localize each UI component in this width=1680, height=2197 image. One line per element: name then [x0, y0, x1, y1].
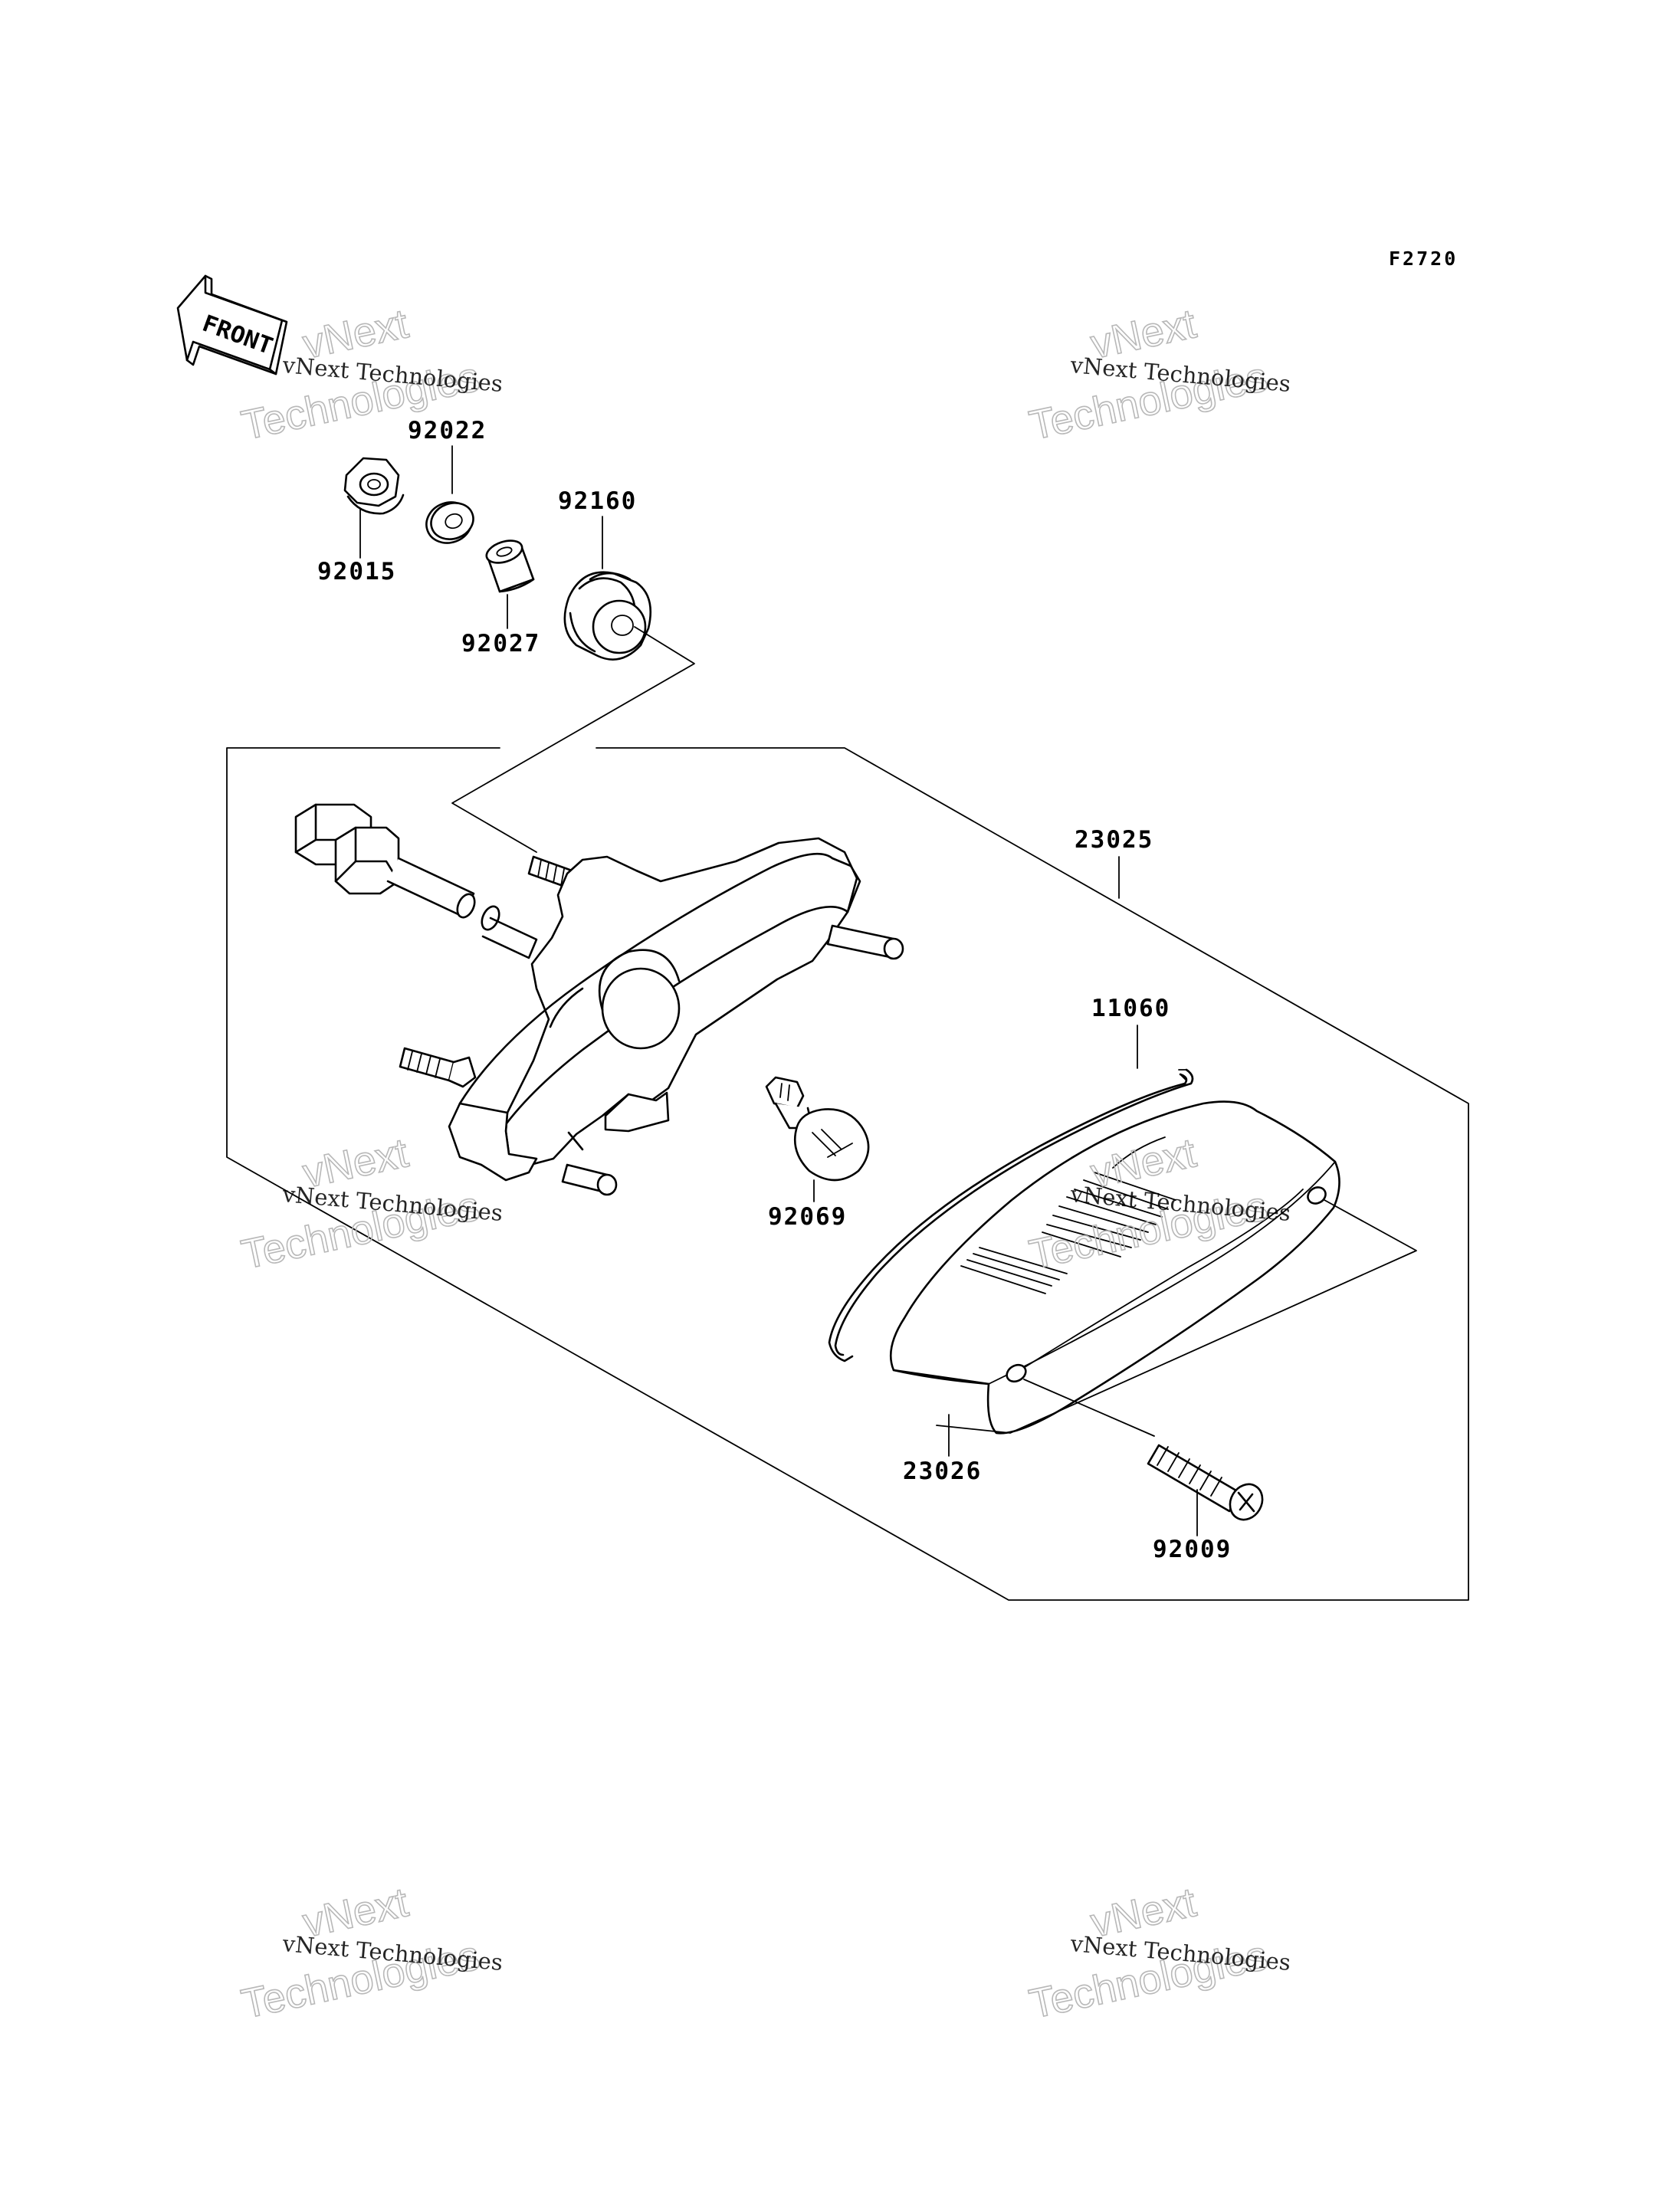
- part-number-92015: 92015: [317, 558, 396, 585]
- part-number-23025: 23025: [1075, 826, 1153, 854]
- front-arrow-icon: FRONT: [176, 274, 288, 375]
- watermark-bottom-right: vNext Technologies vNext Technologies: [1025, 1879, 1291, 2028]
- part-number-23026: 23026: [903, 1458, 982, 1485]
- grommet-92160: [563, 571, 651, 661]
- bulb-92069: [765, 1076, 870, 1182]
- flange-nut-92015: [343, 457, 405, 515]
- tail-light-housing: [294, 803, 904, 1196]
- part-number-92009: 92009: [1153, 1536, 1232, 1563]
- watermark-bottom-left: vNext Technologies vNext Technologies: [237, 1879, 504, 2028]
- gasket-11060: [828, 1068, 1194, 1362]
- part-number-11060: 11060: [1091, 995, 1170, 1022]
- part-number-92027: 92027: [461, 630, 540, 657]
- part-number-92022: 92022: [408, 417, 487, 444]
- watermark-top-right: vNext Technologies vNext Technologies: [1025, 300, 1291, 450]
- part-number-92069: 92069: [768, 1203, 847, 1231]
- collar-92027: [485, 539, 535, 593]
- washer-92022: [425, 501, 474, 544]
- lens-23026: [889, 1100, 1340, 1435]
- screw-92009: [1147, 1444, 1264, 1521]
- part-number-92160: 92160: [558, 487, 637, 515]
- kit-outline-23025: [226, 747, 1469, 1601]
- diagram-code: F2720: [1389, 248, 1458, 270]
